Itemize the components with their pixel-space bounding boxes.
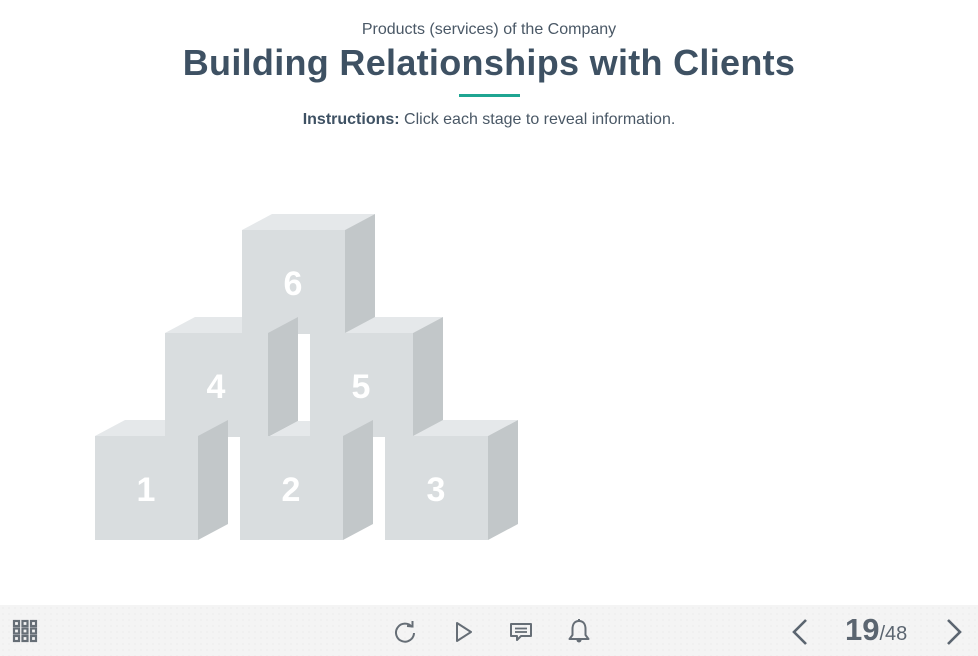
stage-5-cube[interactable]: 5 xyxy=(310,317,443,437)
page-counter: 19/48 xyxy=(845,612,907,648)
comment-button[interactable] xyxy=(506,617,536,647)
comment-icon xyxy=(510,623,532,641)
instructions-text: Click each stage to reveal information. xyxy=(399,111,676,128)
stage-pyramid: 6 4 5 1 2 3 xyxy=(95,214,518,540)
stage-6-cube[interactable]: 6 xyxy=(242,214,375,334)
stage-1-label: 1 xyxy=(137,471,156,509)
title-accent-divider xyxy=(459,94,520,97)
stage-3-label: 3 xyxy=(427,471,446,509)
chevron-right-icon xyxy=(947,619,962,645)
bell-icon xyxy=(568,619,590,643)
replay-icon xyxy=(395,621,415,643)
previous-slide-button[interactable] xyxy=(786,615,814,649)
notifications-button[interactable] xyxy=(564,616,594,648)
total-pages: /48 xyxy=(879,623,908,645)
stage-1-cube[interactable]: 1 xyxy=(95,420,228,540)
player-toolbar xyxy=(0,605,978,656)
page-title: Building Relationships with Clients xyxy=(182,42,796,83)
instructions: Instructions: Click each stage to reveal… xyxy=(0,111,978,129)
stage-6-label: 6 xyxy=(284,265,303,303)
stage-4-label: 4 xyxy=(207,368,226,406)
chevron-left-icon xyxy=(792,619,807,645)
replay-button[interactable] xyxy=(390,617,420,647)
play-button[interactable] xyxy=(448,617,478,647)
next-slide-button[interactable] xyxy=(940,615,968,649)
slide-subtitle: Products (services) of the Company xyxy=(361,21,617,38)
current-page: 19 xyxy=(845,612,880,647)
stage-2-label: 2 xyxy=(282,471,301,509)
instructions-label: Instructions: xyxy=(302,111,400,128)
play-icon xyxy=(456,622,472,642)
menu-button[interactable] xyxy=(10,617,40,645)
grid-menu-icon xyxy=(12,619,38,643)
stage-4-cube[interactable]: 4 xyxy=(165,317,298,437)
stage-5-label: 5 xyxy=(352,368,371,406)
stage-2-cube[interactable]: 2 xyxy=(240,420,373,540)
stage-3-cube[interactable]: 3 xyxy=(385,420,518,540)
